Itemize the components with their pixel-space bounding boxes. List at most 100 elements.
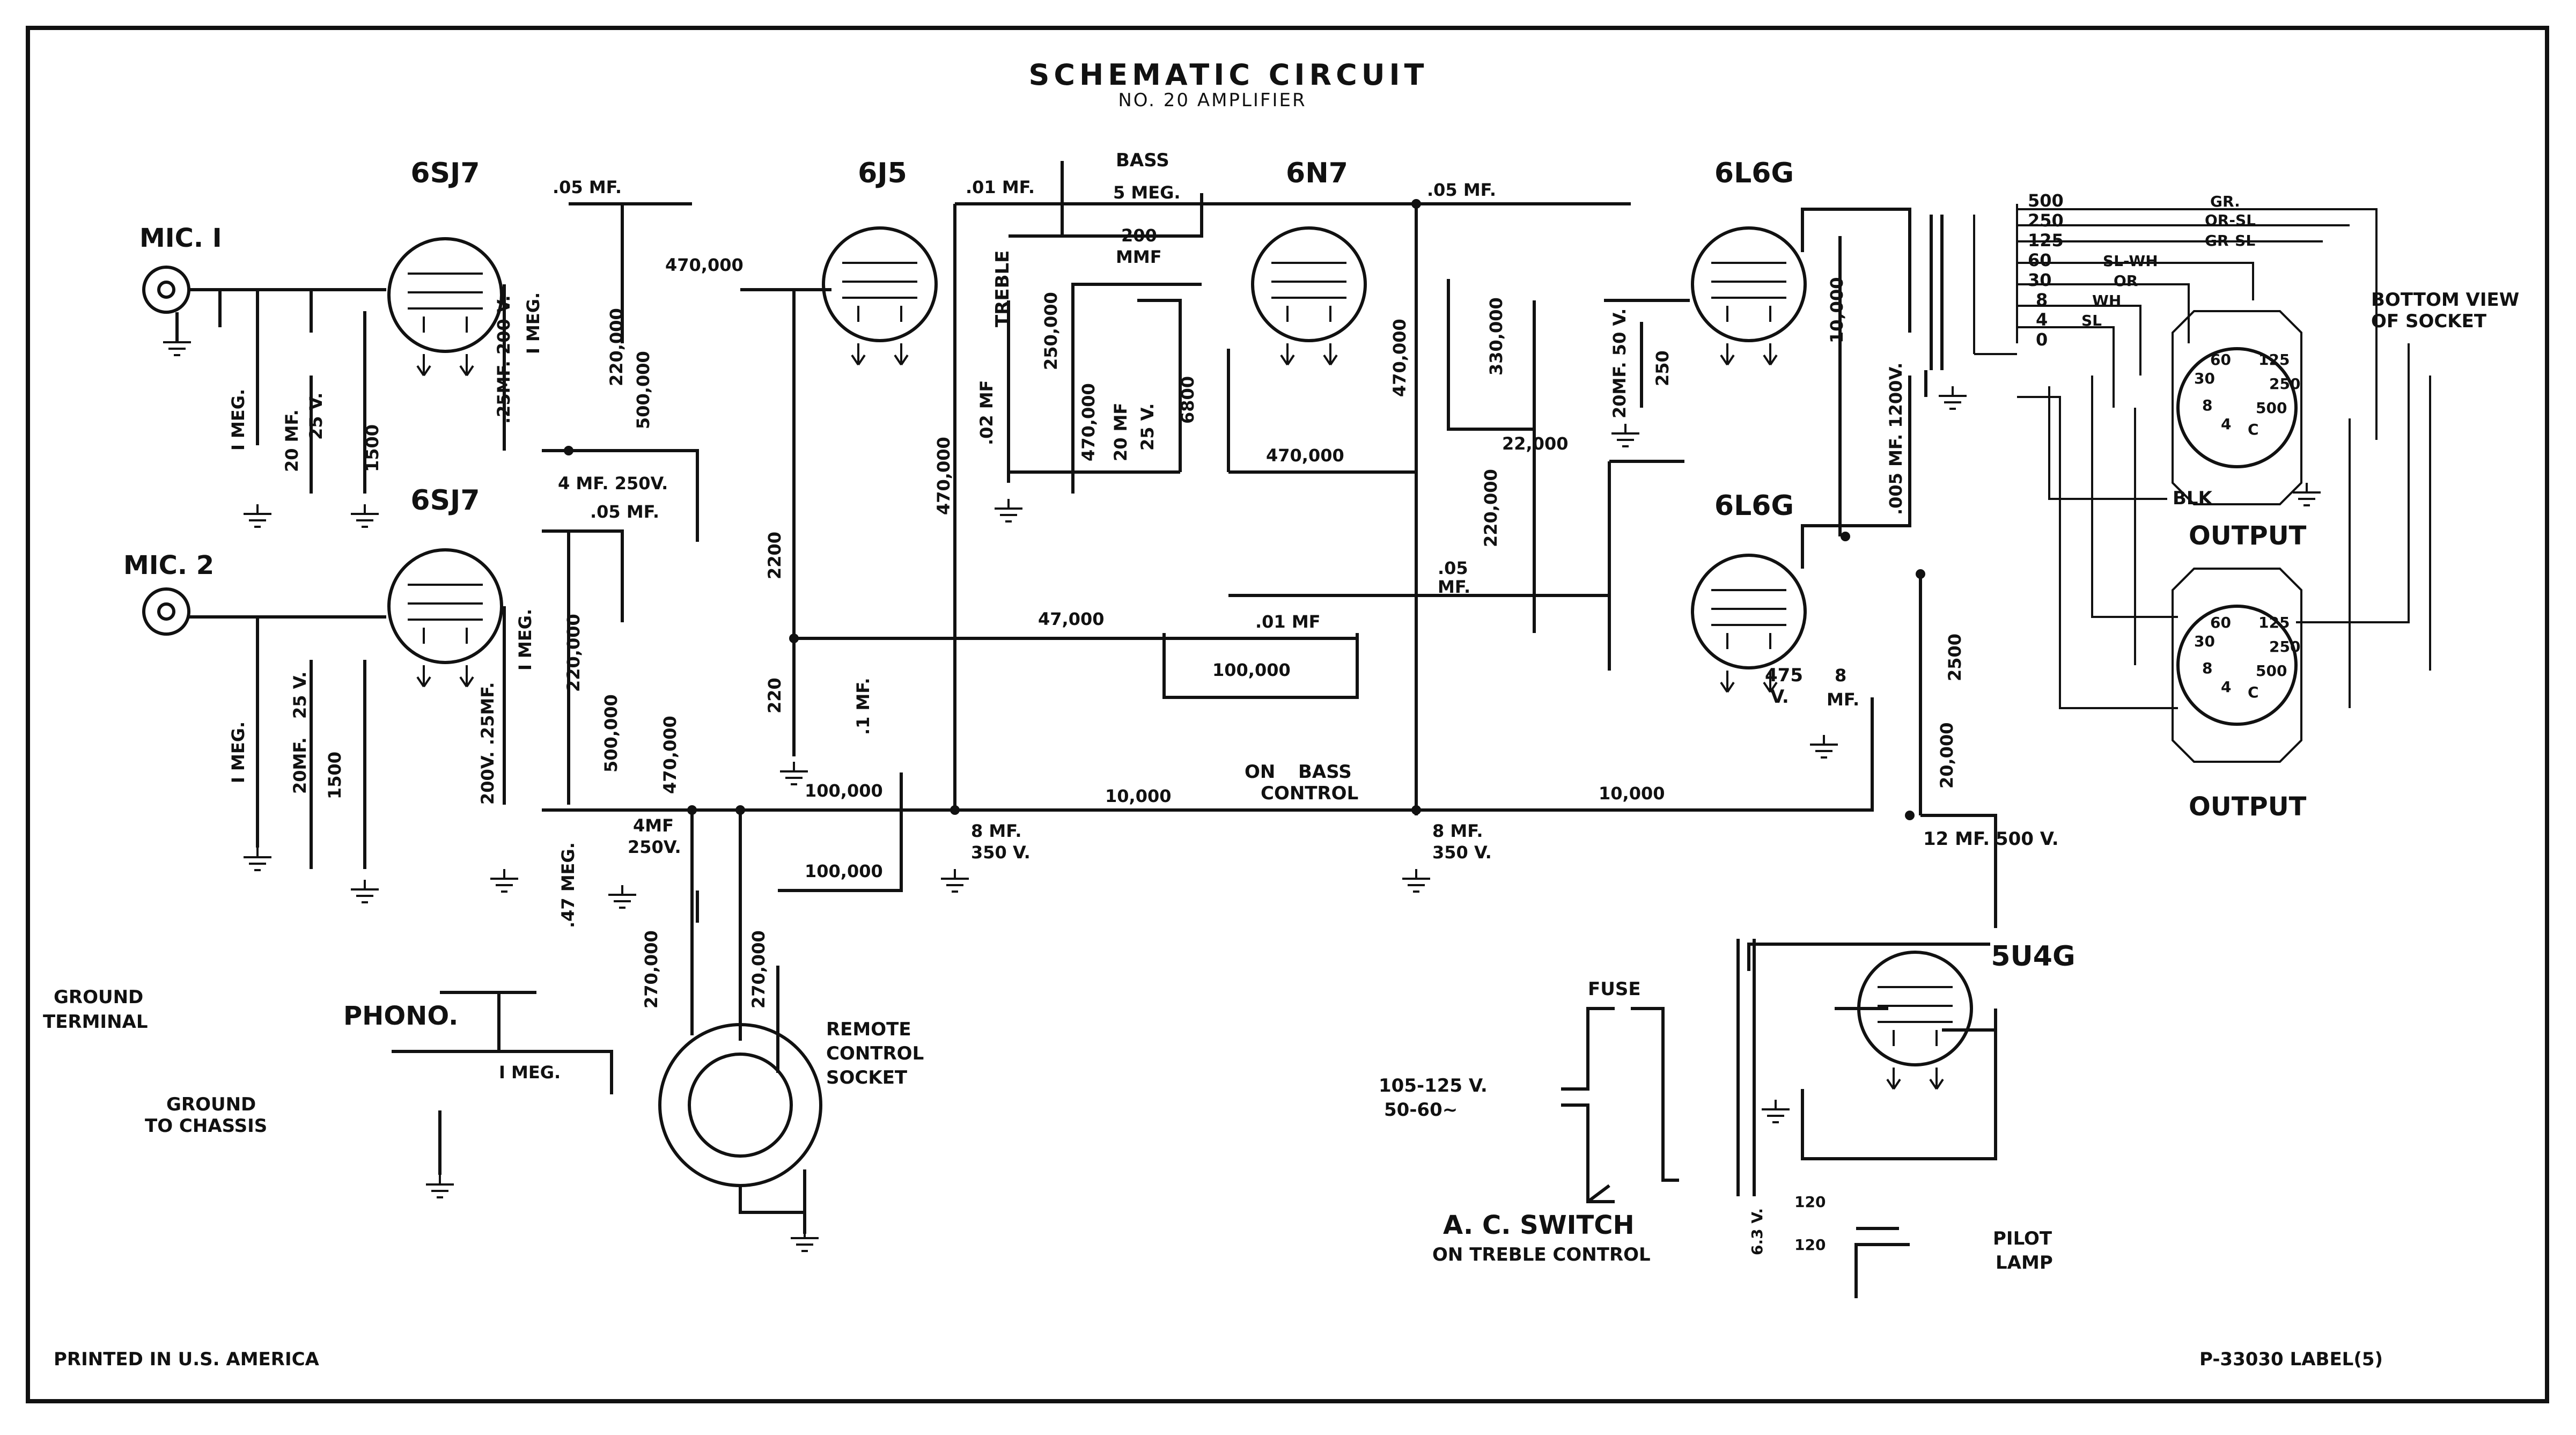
tube-label-5u4g: 5U4G: [1991, 940, 2075, 973]
component-value: 470,000: [1389, 319, 1410, 397]
wire-color-label: OR: [2114, 272, 2138, 290]
component-value: 47,000: [1038, 609, 1104, 629]
socket-pin-labels-1: 60 125 30 250 8 500 4 C: [2194, 351, 2300, 438]
component-value: 20 MF.: [282, 409, 302, 472]
wire-color-label: GR.: [2210, 193, 2240, 210]
component-value: 10,000: [1105, 786, 1171, 806]
component-value: 2500: [1945, 634, 1965, 681]
ground-chassis-label-1: GROUND: [166, 1094, 256, 1115]
component-value: .05 MF.: [590, 502, 659, 522]
component-value: MF.: [1438, 577, 1470, 597]
bass-label: BASS: [1116, 150, 1169, 171]
ground-terminal-label-1: GROUND: [54, 987, 143, 1008]
tube-label-6j5: 6J5: [858, 157, 907, 189]
remote-label-2: CONTROL: [826, 1043, 924, 1064]
component-value: I MEG.: [523, 292, 543, 354]
component-value: 330,000: [1486, 297, 1506, 376]
component-value: 250V.: [628, 837, 681, 857]
component-value: 1500: [325, 752, 345, 799]
tube-5u4g-symbol: [1859, 952, 1971, 1089]
component-value: 4MF: [633, 815, 674, 836]
tube-6sj7-1-symbol: [389, 239, 502, 376]
output-label-2: OUTPUT: [2189, 792, 2307, 822]
tube-6l6g-1-symbol: [1692, 228, 1805, 365]
junction-dots: [564, 199, 1925, 820]
component-value: 5 MEG.: [1113, 182, 1181, 203]
component-value: 20,000: [1937, 723, 1957, 789]
screen-voltage-label: 475: [1765, 665, 1803, 686]
component-value: 350 V.: [1432, 842, 1492, 863]
component-value: 20MF. 50 V.: [1609, 308, 1630, 418]
tap-label: 0: [2036, 329, 2048, 350]
component-value: 220,000: [606, 308, 627, 386]
component-value: 6800: [1177, 376, 1198, 424]
output-label-1: OUTPUT: [2189, 521, 2307, 551]
component-value: 270,000: [748, 930, 769, 1009]
mic2-label: MIC. 2: [123, 550, 214, 580]
b-plus-label: 500 V.: [1996, 828, 2059, 850]
ground-chassis-label-2: TO CHASSIS: [145, 1115, 267, 1137]
component-value: 8: [1835, 665, 1846, 686]
remote-label-3: SOCKET: [826, 1067, 908, 1088]
component-value: 250: [1652, 350, 1673, 386]
ac-switch-note: ON TREBLE CONTROL: [1432, 1244, 1651, 1265]
component-value: .25MF. 200 V.: [494, 295, 514, 424]
tap-label: 30: [2028, 270, 2052, 290]
component-value: 470,000: [1266, 445, 1344, 466]
component-value: 100,000: [805, 861, 883, 881]
tube-label-6sj7-2: 6SJ7: [410, 484, 480, 517]
component-value: 220,000: [563, 614, 584, 692]
component-value: .47 MEG.: [558, 842, 578, 928]
bottom-view-label-2: OF SOCKET: [2371, 311, 2487, 332]
pin-label: 500: [2256, 662, 2287, 680]
pin-label: 4: [2221, 415, 2231, 433]
component-values: .05 MF. .05 MF. .05 MF. .05 MF. .01 MF. …: [228, 177, 1965, 1083]
component-value: 220,000: [1481, 469, 1501, 547]
wiring: [142, 161, 2431, 1298]
component-value: 200: [1121, 225, 1157, 246]
screen-voltage-unit: V.: [1770, 686, 1789, 708]
tube-6j5-symbol: [823, 228, 936, 365]
part-code-label: P-33030 LABEL(5): [2199, 1349, 2383, 1370]
component-value: 250,000: [1041, 292, 1061, 370]
tap-label: 125: [2028, 230, 2064, 251]
component-value: 20 MF: [1110, 403, 1131, 461]
component-value: 500,000: [633, 351, 653, 429]
component-value: .1 MF.: [853, 678, 873, 735]
output-taps: 500 250 125 60 30 8 4 0 GR. OR-SL GR-SL …: [2028, 190, 2256, 350]
pin-label: 8: [2202, 659, 2212, 677]
component-value: I MEG.: [228, 389, 248, 451]
component-value: 220: [764, 678, 785, 713]
component-value: 1500: [362, 424, 382, 472]
line-frequency-label: 50-60~: [1384, 1099, 1458, 1121]
pin-label: 60: [2210, 351, 2231, 369]
filament-tap-b: 120: [1794, 1236, 1826, 1254]
component-value: 500,000: [601, 694, 621, 772]
component-value: 20MF.: [290, 737, 310, 794]
component-value: MF.: [1827, 689, 1859, 710]
component-value: 470,000: [933, 437, 954, 515]
component-value: 470,000: [660, 716, 680, 794]
pin-label: 250: [2269, 375, 2300, 393]
component-value: 470,000: [665, 255, 744, 275]
tube-label-6l6g-1: 6L6G: [1714, 157, 1794, 189]
fuse-label: FUSE: [1588, 978, 1641, 1000]
pin-label: 500: [2256, 399, 2287, 417]
diagram-title: SCHEMATIC CIRCUIT: [1028, 58, 1428, 92]
b-cap-label: 12 MF.: [1923, 828, 1990, 850]
pin-label: 125: [2258, 351, 2290, 369]
mic1-label: MIC. I: [139, 223, 222, 253]
component-value: 25 V.: [306, 393, 326, 440]
tube-6n7-symbol: [1253, 228, 1365, 365]
tap-label: 60: [2028, 250, 2052, 270]
component-value: 22,000: [1502, 433, 1568, 454]
component-value: .02 MF: [976, 380, 997, 445]
pin-label: C: [2248, 421, 2259, 438]
component-value: .05 MF.: [553, 177, 622, 197]
pilot-lamp-label-1: PILOT: [1993, 1228, 2052, 1249]
component-value: I MEG.: [499, 1062, 561, 1083]
tube-6sj7-2-symbol: [389, 550, 502, 687]
component-value: .01 MF.: [966, 177, 1035, 197]
pin-label: 250: [2269, 638, 2300, 656]
component-value: 2200: [764, 532, 785, 579]
